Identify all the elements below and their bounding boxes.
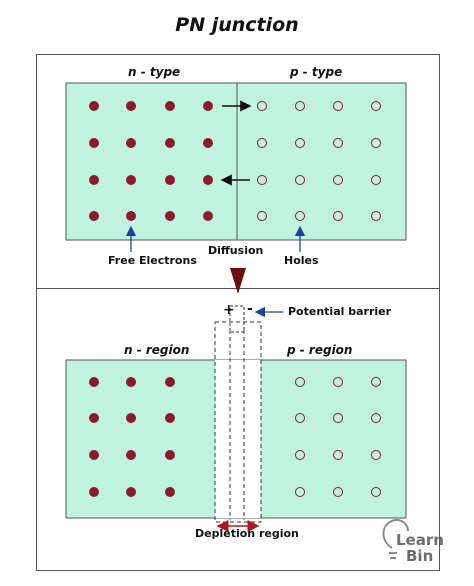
depletion-region-label: Depletion region [195,527,299,540]
hole [295,487,305,497]
hole [333,101,343,111]
electron [126,413,136,423]
n-region-label: n - region [124,343,190,357]
hole [295,175,305,185]
electron [126,211,136,221]
bottom-electrons [89,377,175,497]
hole [295,101,305,111]
electron [89,450,99,460]
electron [89,413,99,423]
hole [295,413,305,423]
logo-line2: Bin [406,547,434,565]
hole [295,377,305,387]
hole [333,211,343,221]
logo-bulb-icon [382,519,409,559]
potential-barrier-label: Potential barrier [288,305,392,318]
hole [333,487,343,497]
electron [165,413,175,423]
electron [126,175,136,185]
electron [126,487,136,497]
hole [333,175,343,185]
hole [333,450,343,460]
transition-down-arrow [230,268,246,294]
holes-label: Holes [284,254,319,267]
hole [371,450,381,460]
hole [295,450,305,460]
hole [371,487,381,497]
hole [257,175,267,185]
free-electrons-label: Free Electrons [108,254,197,267]
hole [295,211,305,221]
logo-line1: Learn [396,531,444,549]
hole [371,211,381,221]
hole [371,413,381,423]
electron [165,211,175,221]
hole [257,101,267,111]
electron [126,377,136,387]
hole [333,138,343,148]
top-electrons [89,101,213,221]
hole [257,211,267,221]
electron [203,138,213,148]
electron [126,101,136,111]
electron [165,487,175,497]
electron [165,377,175,387]
electron [165,450,175,460]
electron [203,101,213,111]
electron [203,175,213,185]
electron [165,175,175,185]
hole [295,138,305,148]
electron [89,211,99,221]
hole [371,138,381,148]
hole [333,377,343,387]
electron [165,138,175,148]
hole [257,138,267,148]
electron [165,101,175,111]
plus-sign: + [223,302,235,318]
hole [333,413,343,423]
depletion-region [215,360,261,518]
electron [126,450,136,460]
top-panel-frame [36,54,440,289]
electron [89,101,99,111]
electron [126,138,136,148]
top-holes [257,101,381,221]
electron [89,175,99,185]
hole [371,101,381,111]
hole [371,175,381,185]
diagram-title: PN junction [175,14,299,36]
n-type-label: n - type [128,65,181,79]
minus-sign: - [247,301,253,317]
hole [371,377,381,387]
potential-barrier-box [229,305,245,333]
electron [203,211,213,221]
bottom-holes [295,377,381,497]
p-region-label: p - region [287,343,353,357]
electron [89,487,99,497]
electron [89,138,99,148]
diffusion-label: Diffusion [208,244,264,257]
top-semiconductor-block [65,82,407,241]
electron [89,377,99,387]
p-type-label: p - type [290,65,343,79]
